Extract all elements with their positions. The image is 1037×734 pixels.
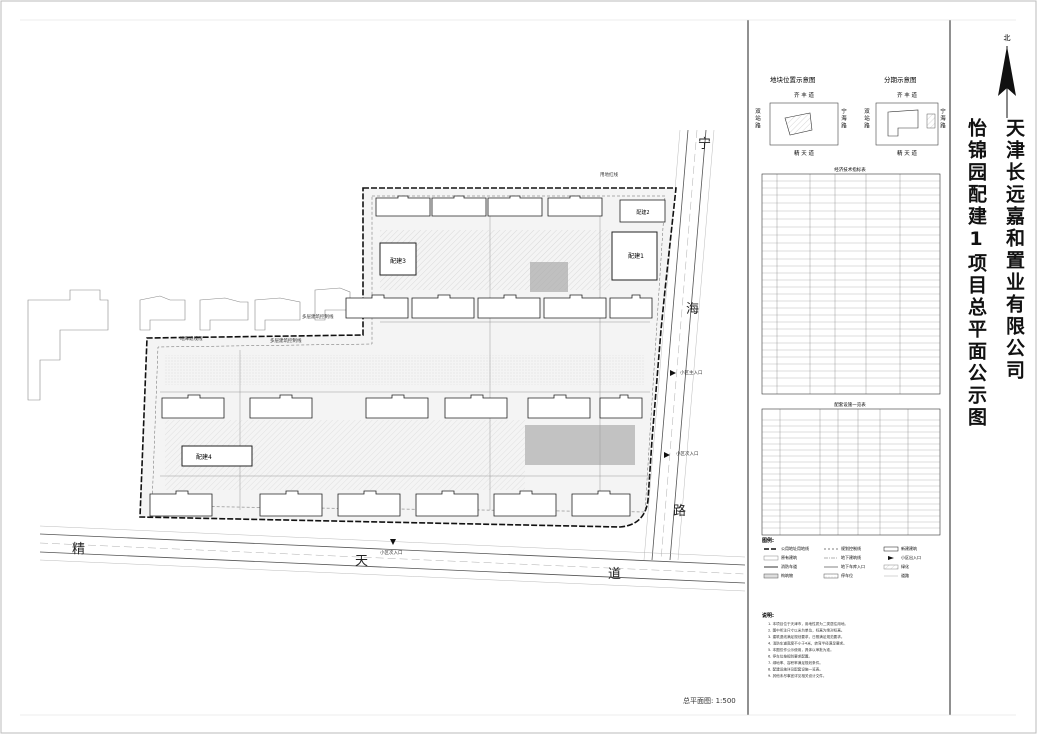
legend-item: 道路 <box>884 572 909 578</box>
legend-label: 原有建筑 <box>781 554 797 560</box>
svg-text:精 天 道: 精 天 道 <box>794 149 814 157</box>
svg-text:配套设施一览表: 配套设施一览表 <box>834 401 866 408</box>
note-line: 4. 消防车道宽度不小于4米，转弯半径满足要求。 <box>768 641 847 646</box>
entrance-south-label: 小区次入口 <box>380 549 403 556</box>
road-name-east-3: 路 <box>673 503 686 519</box>
legend-label: 构筑物 <box>781 572 793 578</box>
legend-label: 新建建筑 <box>901 545 917 551</box>
note-line: 5. 本图仅作公示使用，具体以审批为准。 <box>768 647 834 652</box>
legend-item: 规划控制线 <box>824 545 861 551</box>
entrance-secondary-marker <box>664 452 670 458</box>
control-line-label-c: 地库退线线 <box>180 335 203 342</box>
note-line: 8. 配建设施详见配套设施一览表。 <box>768 667 823 672</box>
note-line: 7. 绿地率、容积率满足规划条件。 <box>768 660 823 665</box>
residential-buildings <box>149 195 653 517</box>
building-pj1: 配建1 <box>628 252 644 260</box>
entrance-main-marker <box>670 370 676 376</box>
svg-text:双 站 路: 双 站 路 <box>863 108 870 129</box>
road-name-east-2: 海 <box>686 302 699 317</box>
svg-text:宁 海 路: 宁 海 路 <box>939 107 946 129</box>
legend-item: 地下建筑线 <box>824 554 861 560</box>
legend-symbol <box>883 546 899 552</box>
legend-label: 停车位 <box>841 572 853 578</box>
company-title: 天津长远嘉和置业有限公司 <box>1003 118 1025 382</box>
legend-label: 地下车库入口 <box>841 563 865 569</box>
legend-item: 停车位 <box>823 572 853 579</box>
econ-table: 经济技术指标表 <box>761 166 941 395</box>
legend-label: 道路 <box>901 572 909 578</box>
entrance-south-marker <box>390 539 396 545</box>
legend-item: 公用地址用地线 <box>764 545 809 551</box>
svg-text:说明:: 说明: <box>762 612 774 619</box>
building-pj3: 配建3 <box>390 257 406 265</box>
svg-text:经济技术指标表: 经济技术指标表 <box>834 166 866 173</box>
legend-item: 原有建筑 <box>763 554 797 561</box>
note-line: 3. 建筑退线满足规划要求，日照满足规范要求。 <box>768 634 844 639</box>
road-name-south-3: 道 <box>608 567 621 582</box>
legend-symbol <box>888 556 894 560</box>
location-diagram-title: 地块位置示意图 <box>770 75 816 84</box>
north-label: 北 <box>1004 34 1011 42</box>
control-line-label-b: 多层建筑控制线 <box>270 337 302 344</box>
svg-text:双 站 路: 双 站 路 <box>754 108 761 129</box>
scale-label: 总平面图: 1:500 <box>683 697 736 705</box>
road-name-south-2: 天 <box>355 554 368 569</box>
entrance-main-label: 小区主入口 <box>680 369 703 376</box>
legend-label: 公用地址用地线 <box>781 545 809 551</box>
project-title: 怡锦园配建1项目总平面公示图 <box>965 118 987 429</box>
svg-text:宁 海 路: 宁 海 路 <box>840 107 847 129</box>
facility-table: 配套设施一览表 <box>761 401 941 536</box>
entrance-secondary-label: 小区次入口 <box>676 450 699 457</box>
legend-item: 小区出入口 <box>888 554 921 560</box>
control-line-label-a: 多层建筑控制线 <box>302 313 334 320</box>
building-pj2: 配建2 <box>636 209 649 216</box>
legend-symbol <box>823 573 839 579</box>
note-line: 6. 停车位按规划要求配置。 <box>768 654 812 659</box>
legend-item: 地下车库入口 <box>824 563 865 569</box>
legend-label: 消防车道 <box>781 563 797 569</box>
existing-buildings <box>27 287 351 401</box>
svg-text:齐 丰 道: 齐 丰 道 <box>897 91 917 99</box>
legend-item: 消防车道 <box>764 563 797 569</box>
note-line: 1. 本项目位于天津市，用地性质为二类居住用地。 <box>768 621 848 626</box>
north-arrow: 北 <box>990 30 1024 130</box>
svg-text:精 天 道: 精 天 道 <box>897 149 917 157</box>
legend-item: 绿化 <box>883 563 909 570</box>
legend-symbol <box>883 564 899 570</box>
road-name-east-1: 宁 <box>698 136 711 152</box>
legend-item: 新建建筑 <box>883 545 917 552</box>
svg-text:齐 丰 道: 齐 丰 道 <box>794 91 814 99</box>
phase-diagram-title: 分期示意图 <box>884 75 917 84</box>
location-diagram: 齐 丰 道 精 天 道 双 站 路 宁 海 路 <box>754 91 847 157</box>
note-line: 9. 其他未尽事宜详见相关设计文件。 <box>768 673 826 678</box>
svg-text:图例:: 图例: <box>762 537 774 544</box>
legend-label: 规划控制线 <box>841 545 861 551</box>
legend-label: 小区出入口 <box>901 554 921 560</box>
legend-label: 绿化 <box>901 563 909 569</box>
building-pj4: 配建4 <box>196 453 212 461</box>
notes: 说明: 1. 本项目位于天津市，用地性质为二类居住用地。 2. 图中所注尺寸以米为… <box>762 612 848 678</box>
boundary-label: 用地红线 <box>600 171 618 178</box>
legend-symbol <box>763 573 779 579</box>
legend-symbol <box>763 555 779 561</box>
road-name-south-1: 精 <box>72 542 85 557</box>
legend-item: 构筑物 <box>763 572 793 579</box>
note-line: 2. 图中所注尺寸以米为单位，标高为绝对标高。 <box>768 628 844 633</box>
legend-label: 地下建筑线 <box>841 554 861 560</box>
phase-diagram: 齐 丰 道 精 天 道 双 站 路 宁 海 路 <box>863 91 946 157</box>
